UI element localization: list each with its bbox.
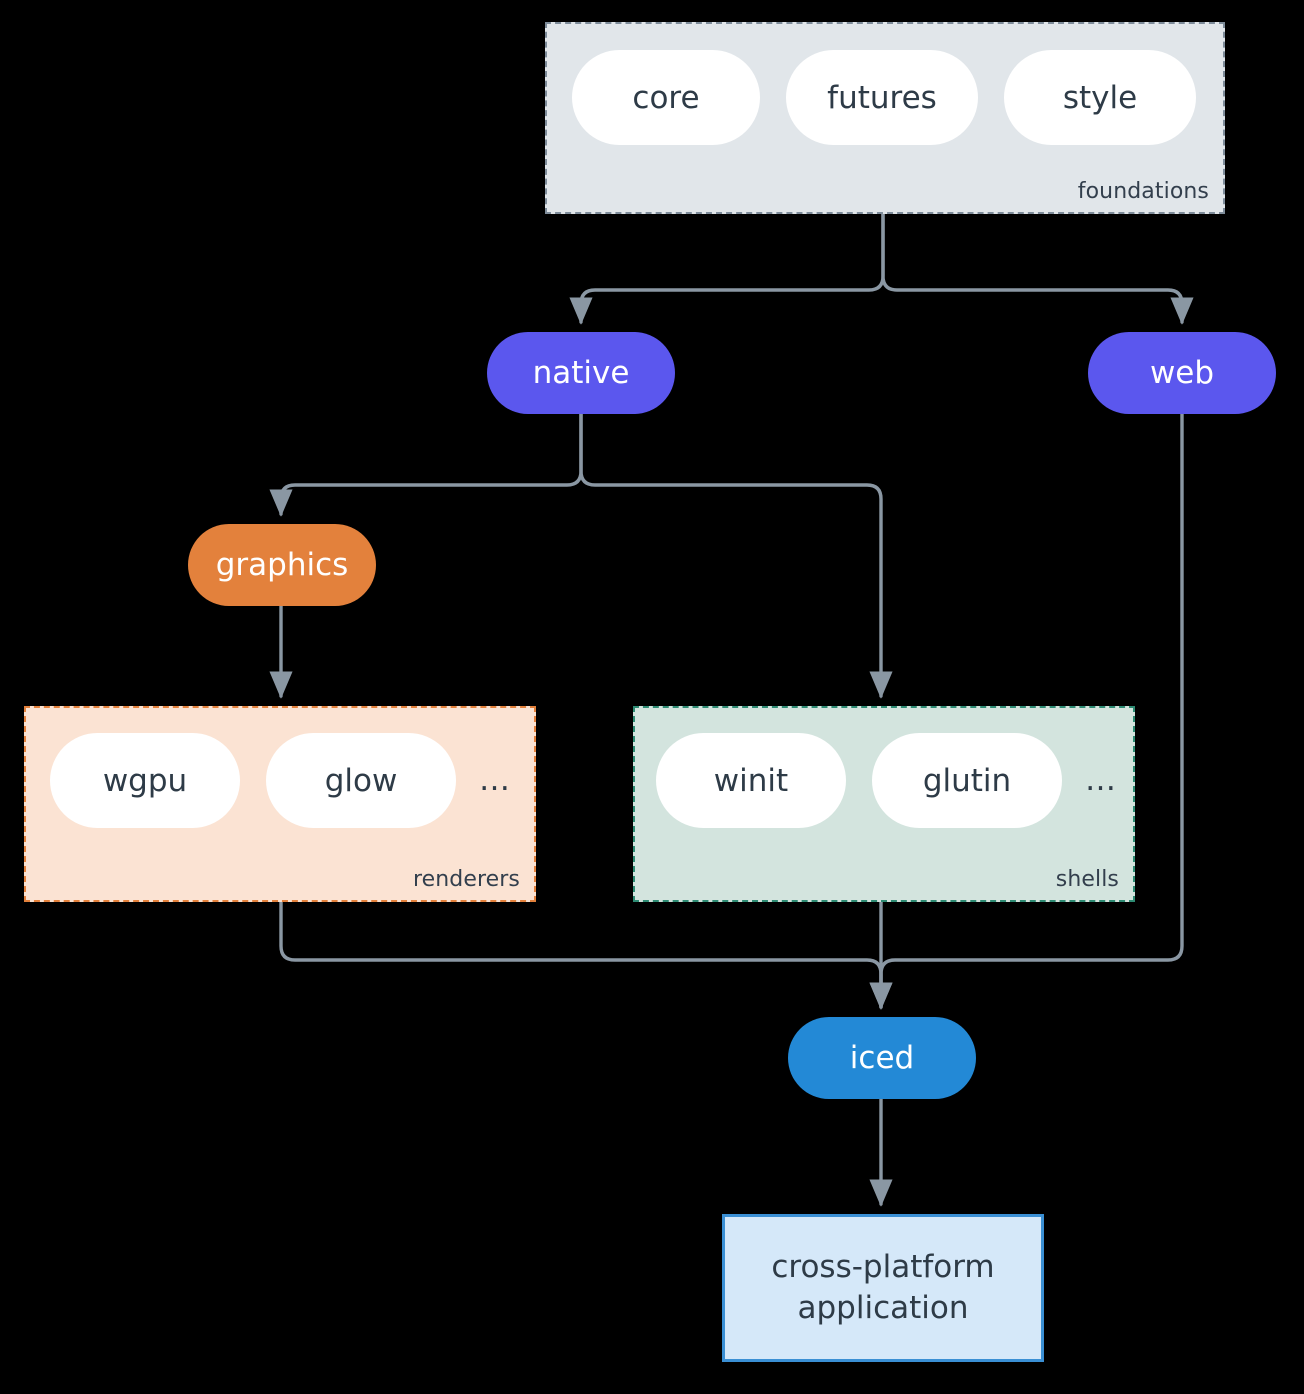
node-iced[interactable]: iced xyxy=(788,1017,976,1099)
node-native[interactable]: native xyxy=(487,332,675,414)
node-label-web: web xyxy=(1149,355,1215,391)
cluster-label-foundations: foundations xyxy=(1077,179,1209,204)
node-web[interactable]: web xyxy=(1088,332,1276,414)
shells-ellipsis-label: … xyxy=(1085,762,1117,798)
node-label-core: core xyxy=(632,79,700,116)
node-label-native: native xyxy=(532,355,630,391)
edge-native-to-graphics xyxy=(269,412,583,517)
node-glow[interactable]: glow xyxy=(266,733,456,828)
edge-native-to-shells xyxy=(579,412,893,699)
node-winit[interactable]: winit xyxy=(656,733,846,828)
edge-foundations-to-native xyxy=(569,212,885,325)
node-label-glutin: glutin xyxy=(922,762,1012,799)
node-glutin[interactable]: glutin xyxy=(872,733,1062,828)
node-label-wgpu: wgpu xyxy=(102,762,188,799)
node-wgpu[interactable]: wgpu xyxy=(50,733,240,828)
renderers-ellipsis-label: … xyxy=(479,762,511,798)
node-application[interactable]: cross-platform application xyxy=(722,1214,1044,1362)
node-label-iced: iced xyxy=(849,1040,915,1076)
node-futures[interactable]: futures xyxy=(786,50,978,145)
node-label-glow: glow xyxy=(324,762,398,799)
node-label-application-line-2: application xyxy=(797,1290,969,1326)
cluster-label-shells: shells xyxy=(1055,867,1119,892)
edge-renderers-to-iced xyxy=(279,900,893,1010)
node-label-application-line-1: cross-platform xyxy=(771,1248,995,1285)
node-graphics[interactable]: graphics xyxy=(188,524,376,606)
node-label-style: style xyxy=(1062,79,1138,116)
node-core[interactable]: core xyxy=(572,50,760,145)
node-style[interactable]: style xyxy=(1004,50,1196,145)
node-label-winit: winit xyxy=(713,762,789,799)
cluster-label-renderers: renderers xyxy=(412,867,520,892)
node-label-futures: futures xyxy=(827,79,937,116)
node-label-graphics: graphics xyxy=(215,547,349,583)
edge-foundations-to-web xyxy=(881,212,1194,325)
